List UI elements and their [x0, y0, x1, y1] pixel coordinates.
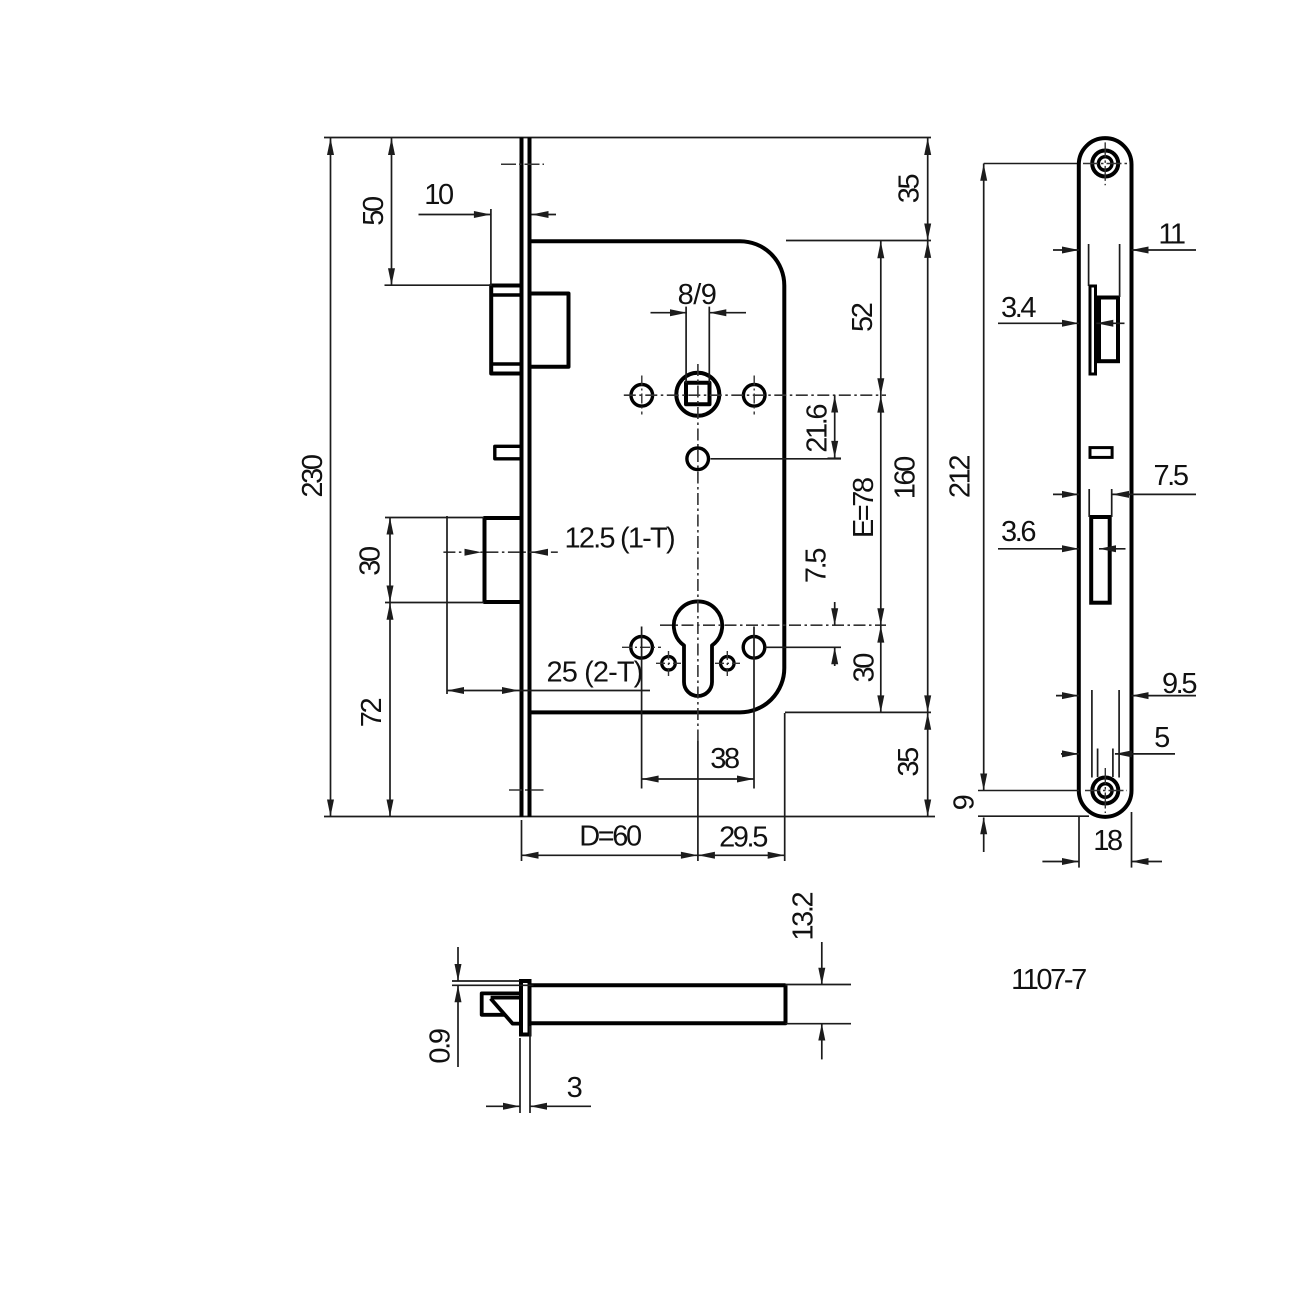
- svg-text:35: 35: [893, 175, 925, 204]
- svg-text:12.5 (1-T): 12.5 (1-T): [565, 523, 674, 555]
- svg-text:35: 35: [893, 748, 925, 777]
- svg-text:3.4: 3.4: [1001, 292, 1036, 324]
- svg-text:3: 3: [567, 1072, 582, 1104]
- svg-text:230: 230: [297, 455, 329, 497]
- svg-text:25 (2-T): 25 (2-T): [547, 657, 643, 689]
- svg-text:212: 212: [945, 456, 977, 498]
- svg-text:7.5: 7.5: [800, 549, 832, 583]
- svg-text:7.5: 7.5: [1153, 460, 1187, 492]
- svg-text:E=78: E=78: [848, 478, 880, 538]
- svg-text:50: 50: [358, 197, 390, 226]
- svg-text:9: 9: [949, 795, 981, 810]
- svg-text:18: 18: [1093, 825, 1122, 857]
- svg-text:52: 52: [847, 303, 879, 332]
- svg-text:10: 10: [424, 179, 453, 211]
- svg-text:160: 160: [890, 457, 922, 499]
- svg-text:1107-7: 1107-7: [1011, 964, 1086, 996]
- svg-text:8/9: 8/9: [678, 279, 717, 311]
- svg-text:3.6: 3.6: [1001, 516, 1035, 548]
- svg-text:5: 5: [1154, 722, 1169, 754]
- svg-text:9.5: 9.5: [1162, 668, 1196, 700]
- svg-text:D=60: D=60: [579, 821, 641, 853]
- svg-text:11: 11: [1158, 219, 1185, 251]
- svg-text:29.5: 29.5: [719, 822, 767, 854]
- svg-text:0.9: 0.9: [425, 1029, 457, 1063]
- svg-text:30: 30: [849, 654, 881, 683]
- svg-text:21.6: 21.6: [801, 405, 833, 453]
- svg-text:72: 72: [356, 699, 388, 728]
- svg-text:13.2: 13.2: [788, 893, 820, 941]
- svg-text:38: 38: [710, 743, 739, 775]
- svg-text:30: 30: [355, 547, 387, 576]
